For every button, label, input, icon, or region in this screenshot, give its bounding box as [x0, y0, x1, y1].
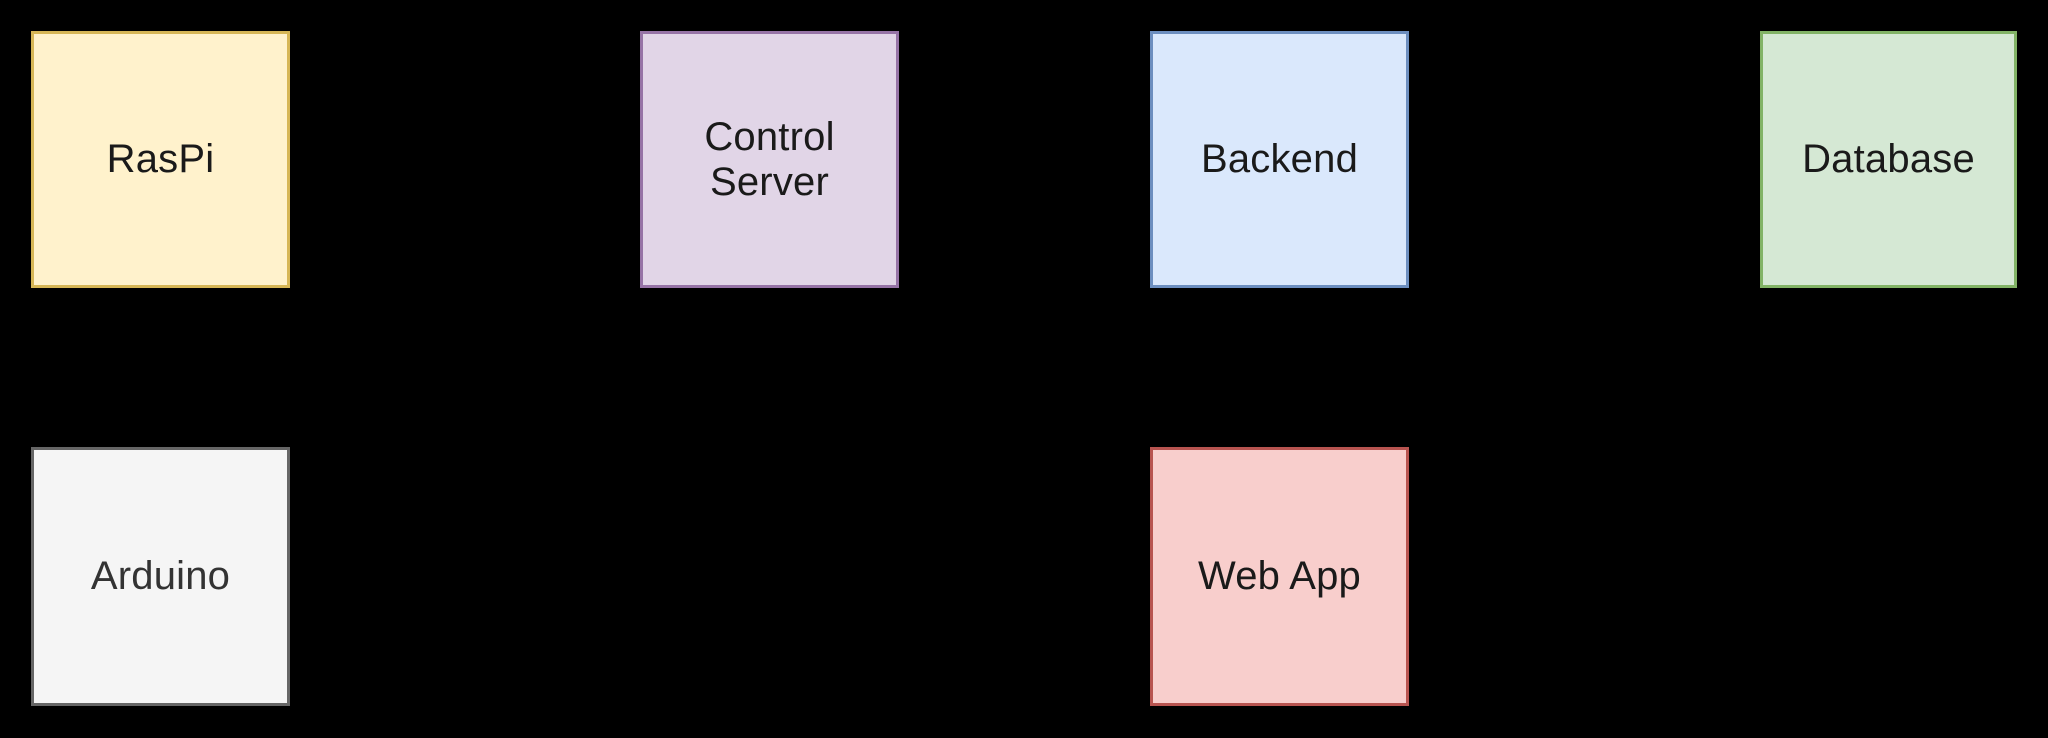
connector-control-server-to-web-app [769, 288, 1152, 584]
node-raspi-label: RasPi [106, 137, 215, 182]
node-control-server[interactable]: Control Server [640, 31, 899, 288]
node-web-app-label: Web App [1197, 554, 1361, 599]
node-database-label: Database [1802, 137, 1975, 182]
node-raspi[interactable]: RasPi [31, 31, 290, 288]
node-arduino-label: Arduino [90, 554, 231, 599]
node-arduino[interactable]: Arduino [31, 447, 290, 706]
connector-edges [152, 152, 1762, 584]
node-control-server-label: Control Server [704, 114, 835, 204]
node-backend[interactable]: Backend [1150, 31, 1409, 288]
node-database[interactable]: Database [1760, 31, 2017, 288]
node-web-app[interactable]: Web App [1150, 447, 1409, 706]
node-backend-label: Backend [1200, 137, 1359, 182]
